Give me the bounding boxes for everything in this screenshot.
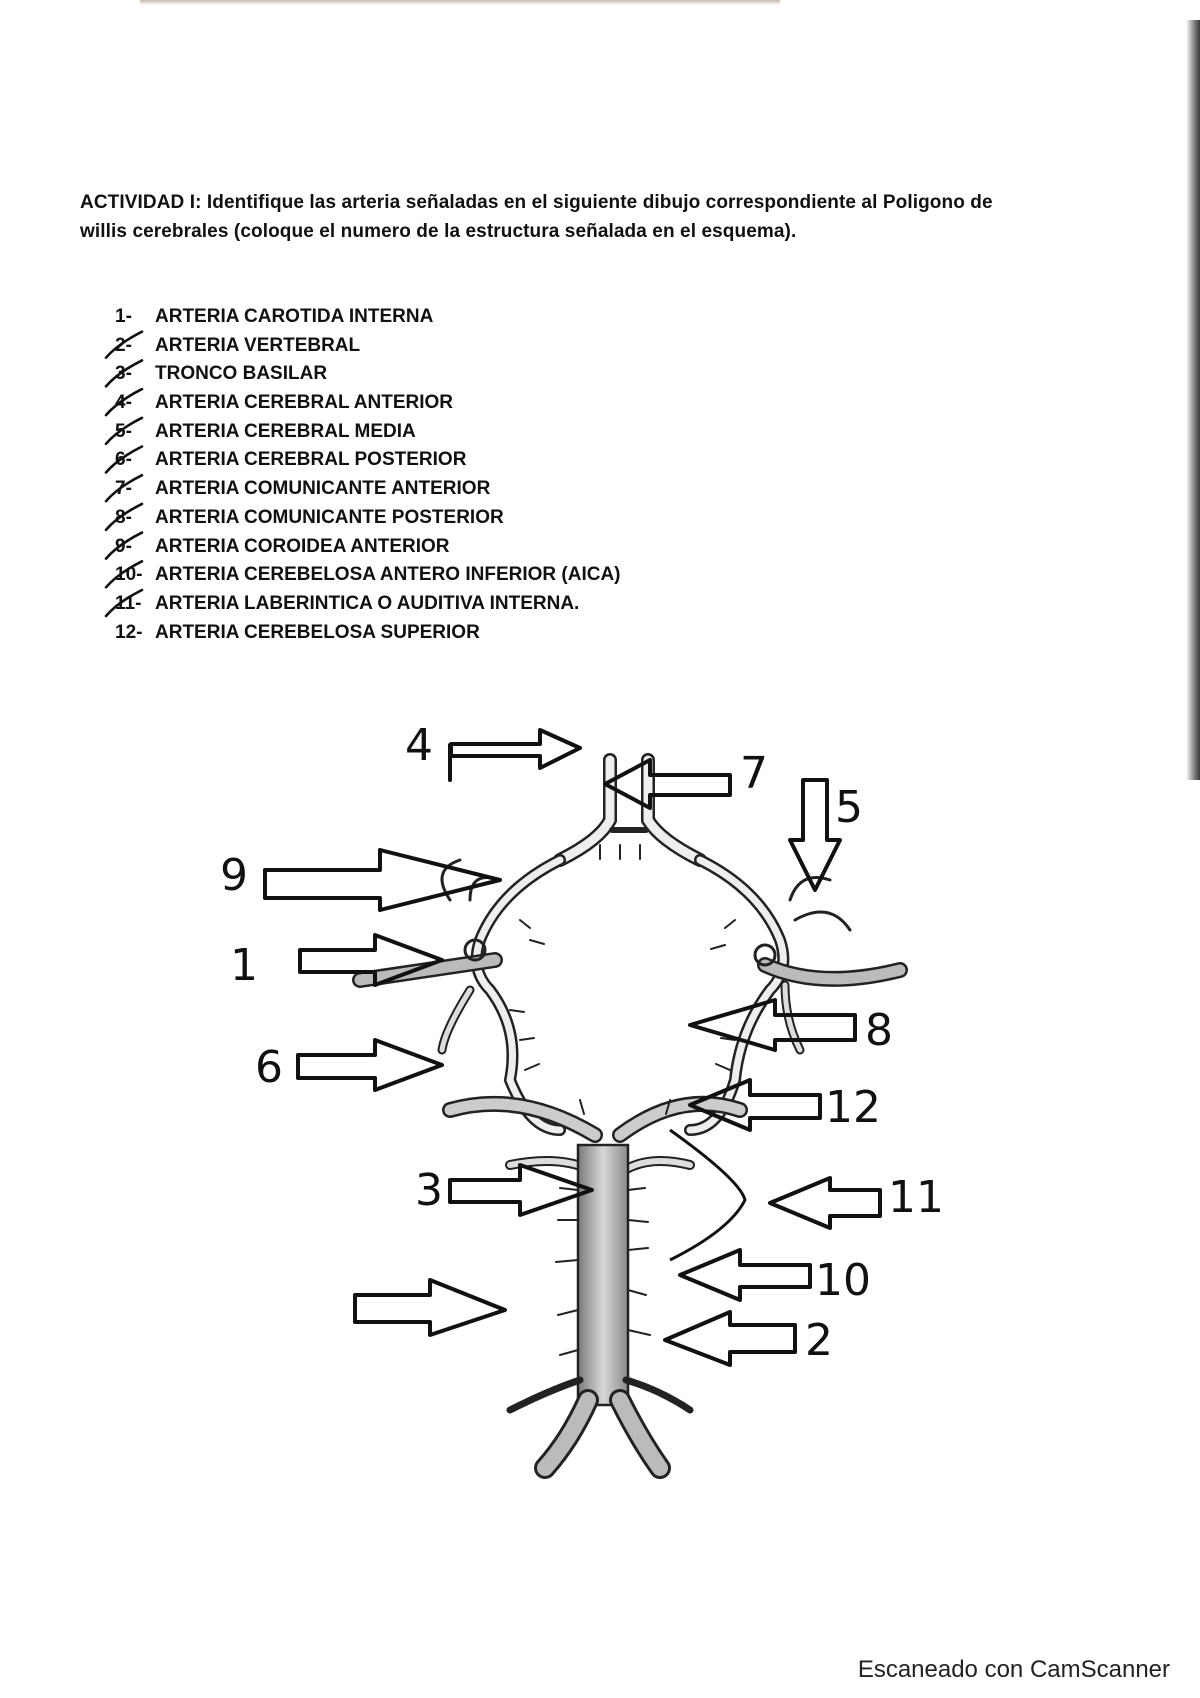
list-item: 8- ARTERIA COMUNICANTE POSTERIOR [115,504,621,533]
arrow-unlabeled-vertebral [353,1278,507,1337]
label-1: 1 [230,940,258,991]
list-item: 1- ARTERIA CAROTIDA INTERNA [115,303,621,332]
item-label: ARTERIA VERTEBRAL [155,334,361,356]
item-number: 5- [115,420,132,442]
item-label: ARTERIA COROIDEA ANTERIOR [155,535,450,557]
item-number: 2- [115,334,132,356]
label-2: 2 [805,1315,833,1366]
label-8: 8 [865,1005,893,1056]
vessel-drawing [352,753,908,1479]
label-5: 5 [835,782,863,833]
item-number: 1- [115,306,132,327]
arrow-12 [688,1078,822,1132]
item-number: 12- [115,621,143,643]
list-item: 3- TRONCO BASILAR [115,360,621,389]
arrow-8 [688,998,857,1052]
arrow-6 [296,1038,444,1092]
list-item: 10- ARTERIA CEREBELOSA ANTERO INFERIOR (A… [115,561,621,590]
page-edge-shadow [1186,20,1200,780]
list-item: 9- ARTERIA COROIDEA ANTERIOR [115,533,621,562]
list-item: 4- ARTERIA CEREBRAL ANTERIOR [115,389,621,418]
item-number: 10- [115,564,143,586]
arrow-4 [449,728,582,770]
page-top-edge [140,0,780,5]
item-number: 8- [115,506,132,528]
list-item: 12- ARTERIA CEREBELOSA SUPERIOR [115,619,621,648]
list-item: 6- ARTERIA CEREBRAL POSTERIOR [115,446,621,475]
item-label: ARTERIA COMUNICANTE ANTERIOR [155,478,491,500]
item-label: TRONCO BASILAR [155,363,328,385]
arrow-5 [788,778,842,892]
handwritten-labels: 4 7 5 9 1 8 6 12 3 11 10 2 [220,720,944,1366]
instruction-line-1: ACTIVIDAD I: Identifique las arteria señ… [80,192,993,213]
item-number: 4- [115,392,132,414]
item-label: ARTERIA CEREBELOSA ANTERO INFERIOR (AICA… [155,564,621,586]
arrow-1 [298,933,444,987]
arrow-3 [448,1163,594,1217]
item-label: ARTERIA CEREBRAL MEDIA [155,420,416,442]
list-item: 5- ARTERIA CEREBRAL MEDIA [115,418,621,447]
activity-instructions: ACTIVIDAD I: Identifique las arteria señ… [80,188,1040,246]
pointer-arrows [263,728,882,1367]
artery-list: 1- ARTERIA CAROTIDA INTERNA 2- ARTERIA VER… [115,303,621,647]
label-12: 12 [825,1082,881,1133]
artery-diagram-svg: 4 7 5 9 1 8 6 12 3 11 10 2 [220,720,944,1479]
item-label: ARTERIA CAROTIDA INTERNA [155,306,434,327]
item-number: 3- [115,363,132,385]
arrow-2 [663,1310,797,1367]
label-10: 10 [815,1255,871,1306]
list-item: 2- ARTERIA VERTEBRAL [115,332,621,361]
item-label: ARTERIA CEREBELOSA SUPERIOR [155,621,480,643]
scanner-watermark: Escaneado con CamScanner [857,1656,1170,1683]
label-4: 4 [405,720,433,771]
arrow-11 [768,1176,882,1230]
list-item: 7- ARTERIA COMUNICANTE ANTERIOR [115,475,621,504]
item-number: 6- [115,449,132,471]
arrow-10 [678,1248,812,1302]
item-label: ARTERIA CEREBRAL ANTERIOR [155,392,454,414]
bracket-11 [669,1128,747,1262]
arrow-9 [263,848,502,912]
label-6: 6 [255,1042,283,1093]
item-number: 7- [115,478,132,500]
circle-of-willis-diagram: 4 7 5 9 1 8 6 12 3 11 10 2 [220,720,1020,1510]
item-label: ARTERIA COMUNICANTE POSTERIOR [155,506,504,528]
item-number: 11- [115,592,142,614]
label-11: 11 [888,1172,944,1223]
label-7: 7 [740,748,768,799]
arrow-7 [603,758,732,810]
label-3: 3 [415,1165,443,1216]
label-9: 9 [220,850,248,901]
item-label: ARTERIA CEREBRAL POSTERIOR [155,449,467,471]
instruction-line-2: willis cerebrales (coloque el numero de … [80,221,797,242]
list-item: 11- ARTERIA LABERINTICA O AUDITIVA INTERN… [115,590,621,619]
item-number: 9- [115,535,132,557]
item-label: ARTERIA LABERINTICA O AUDITIVA INTERNA. [155,592,580,614]
